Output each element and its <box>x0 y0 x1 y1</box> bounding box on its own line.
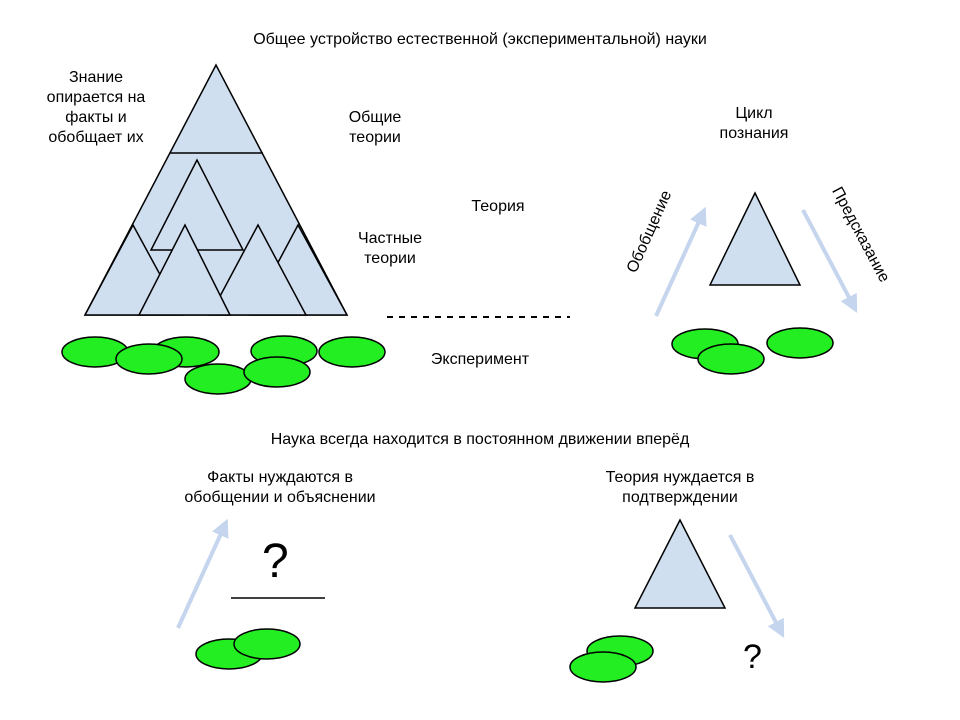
knowledge-pyramid <box>83 63 349 316</box>
facts-need-text: Факты нуждаются в обобщении и объяснении <box>184 469 376 506</box>
fact-ellipse <box>184 363 252 395</box>
theory-label: Теория <box>471 198 525 215</box>
cycle-triangle <box>708 191 802 286</box>
movement-title: Наука всегда находится в постоянном движ… <box>270 431 690 448</box>
facts-bottom-right <box>569 635 654 683</box>
fact-ellipse <box>697 343 765 375</box>
theory-question-mark: ? <box>743 638 762 676</box>
theory-down-arrow <box>728 534 785 638</box>
facts-up-arrow <box>176 518 229 629</box>
prediction-arrow <box>801 209 858 313</box>
theory-need-text: Теория нуждается в подтверждении <box>605 469 755 506</box>
theory-triangle <box>633 518 727 609</box>
fact-ellipse <box>766 327 834 359</box>
experiment-label: Эксперимент <box>430 351 530 368</box>
fact-ellipse <box>115 343 183 375</box>
inner-triangle-center <box>137 223 232 316</box>
particular-theories-label: Частные теории <box>357 230 423 267</box>
knowledge-note: Знание опирается на факты и обобщает их <box>46 69 146 146</box>
generalization-arrow <box>654 206 707 317</box>
inner-triangle-mid-right <box>208 223 308 316</box>
experiment-facts-cycle <box>671 327 834 375</box>
cycle-title: Цикл познания <box>719 105 789 142</box>
facts-bottom-left <box>195 628 301 670</box>
fact-ellipse <box>233 628 301 660</box>
fact-ellipse <box>569 651 637 683</box>
fact-ellipse <box>243 356 311 388</box>
diagram-title: Общее устройство естественной (экспериме… <box>253 31 707 48</box>
facts-question-mark: ? <box>262 535 289 588</box>
general-theories-label: Общие теории <box>348 109 402 146</box>
fact-ellipse <box>318 336 386 368</box>
experiment-facts-left <box>61 335 386 395</box>
